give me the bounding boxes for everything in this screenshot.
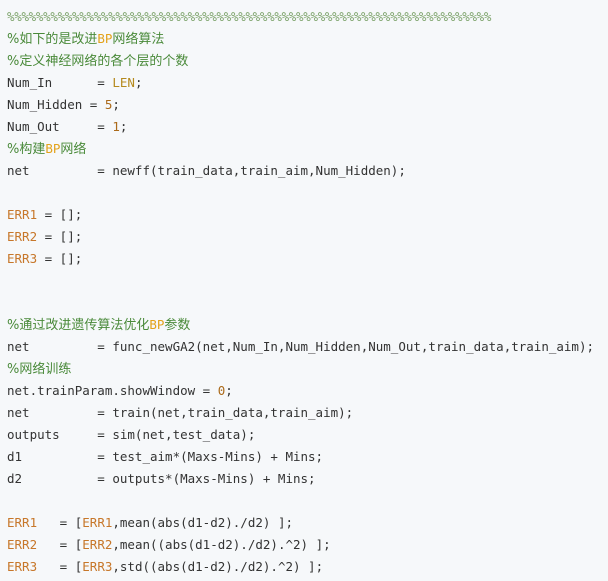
code-token: %网络训练 bbox=[7, 362, 72, 377]
code-line: outputs = sim(net,test_data); bbox=[7, 424, 608, 446]
code-token: = []; bbox=[37, 207, 83, 222]
code-token: ERR3 bbox=[7, 251, 38, 266]
code-line bbox=[7, 182, 608, 204]
code-token: ERR3 bbox=[82, 559, 113, 574]
code-line: ERR3 = [ERR3,std((abs(d1-d2)./d2).^2) ]; bbox=[7, 556, 608, 578]
code-line: net = train(net,train_data,train_aim); bbox=[7, 402, 608, 424]
code-token: Num_Hidden = bbox=[7, 97, 105, 112]
code-token: = [ bbox=[37, 515, 83, 530]
code-token: BP bbox=[97, 31, 113, 46]
code-token: %通过改进遗传算法优化 bbox=[7, 318, 150, 333]
code-token: = []; bbox=[37, 229, 83, 244]
code-line bbox=[7, 490, 608, 512]
code-line: %构建BP网络 bbox=[7, 138, 608, 160]
code-token: BP bbox=[149, 317, 165, 332]
code-line: d2 = outputs*(Maxs-Mins) + Mins; bbox=[7, 468, 608, 490]
code-line: Num_Out = 1; bbox=[7, 116, 608, 138]
code-token: %如下的是改进 bbox=[7, 32, 98, 47]
code-token: ; bbox=[225, 383, 233, 398]
code-line: %如下的是改进BP网络算法 bbox=[7, 28, 608, 50]
code-line: ERR2 = []; bbox=[7, 226, 608, 248]
code-token: BP bbox=[45, 141, 61, 156]
code-token: d2 = outputs*(Maxs-Mins) + Mins; bbox=[7, 471, 316, 486]
code-line bbox=[7, 292, 608, 314]
code-token: %%%%%%%%%%%%%%%%%%%%%%%%%%%%%%%%%%%%%%%%… bbox=[7, 9, 492, 24]
code-token: ,mean((abs(d1-d2)./d2).^2) ]; bbox=[112, 537, 331, 552]
code-token: ; bbox=[112, 97, 120, 112]
code-line: net.trainParam.showWindow = 0; bbox=[7, 380, 608, 402]
code-token: ERR1 bbox=[7, 207, 38, 222]
code-token: Num_In = bbox=[7, 75, 113, 90]
code-token: = []; bbox=[37, 251, 83, 266]
code-line: %网络训练 bbox=[7, 358, 608, 380]
code-token: outputs = sim(net,test_data); bbox=[7, 427, 256, 442]
code-line: ERR1 = []; bbox=[7, 204, 608, 226]
code-token: ERR2 bbox=[82, 537, 113, 552]
code-line: %定义神经网络的各个层的个数 bbox=[7, 50, 608, 72]
code-token: Num_Out = bbox=[7, 119, 113, 134]
code-token: LEN bbox=[112, 75, 135, 90]
code-line bbox=[7, 270, 608, 292]
code-token: ; bbox=[119, 119, 128, 134]
code-token: ERR2 bbox=[7, 229, 38, 244]
code-token: ERR3 bbox=[7, 559, 38, 574]
code-token: d1 = test_aim*(Maxs-Mins) + Mins; bbox=[7, 449, 324, 464]
code-token: 参数 bbox=[164, 318, 191, 333]
code-token: 网络算法 bbox=[112, 32, 165, 47]
code-token: net = train(net,train_data,train_aim); bbox=[7, 405, 354, 420]
code-line: %%%%%%%%%%%%%%%%%%%%%%%%%%%%%%%%%%%%%%%%… bbox=[7, 6, 608, 28]
code-token: ,std((abs(d1-d2)./d2).^2) ]; bbox=[112, 559, 324, 574]
code-line: ERR2 = [ERR2,mean((abs(d1-d2)./d2).^2) ]… bbox=[7, 534, 608, 556]
code-line: ERR1 = [ERR1,mean(abs(d1-d2)./d2) ]; bbox=[7, 512, 608, 534]
code-token: = [ bbox=[37, 537, 83, 552]
code-token: ; bbox=[134, 75, 143, 90]
code-token: 1 bbox=[112, 119, 120, 134]
code-token: ERR1 bbox=[82, 515, 113, 530]
code-token: 5 bbox=[104, 97, 113, 112]
code-token: %定义神经网络的各个层的个数 bbox=[7, 54, 189, 69]
code-token: ,mean(abs(d1-d2)./d2) ]; bbox=[112, 515, 293, 530]
code-line: net = func_newGA2(net,Num_In,Num_Hidden,… bbox=[7, 336, 608, 358]
code-line: Num_In = LEN; bbox=[7, 72, 608, 94]
code-token: ERR1 bbox=[7, 515, 38, 530]
code-token: 网络 bbox=[60, 142, 87, 157]
code-token: net = newff(train_data,train_aim,Num_Hid… bbox=[7, 163, 406, 178]
code-line: %通过改进遗传算法优化BP参数 bbox=[7, 314, 608, 336]
code-line: ERR3 = []; bbox=[7, 248, 608, 270]
code-line: net = newff(train_data,train_aim,Num_Hid… bbox=[7, 160, 608, 182]
code-token: ERR2 bbox=[7, 537, 38, 552]
code-token: net.trainParam.showWindow = bbox=[7, 383, 218, 398]
code-token: %构建 bbox=[7, 142, 46, 157]
code-token: net = func_newGA2(net,Num_In,Num_Hidden,… bbox=[7, 339, 594, 354]
code-line: d1 = test_aim*(Maxs-Mins) + Mins; bbox=[7, 446, 608, 468]
code-token: 0 bbox=[217, 383, 226, 398]
code-line: Num_Hidden = 5; bbox=[7, 94, 608, 116]
code-token: = [ bbox=[37, 559, 83, 574]
